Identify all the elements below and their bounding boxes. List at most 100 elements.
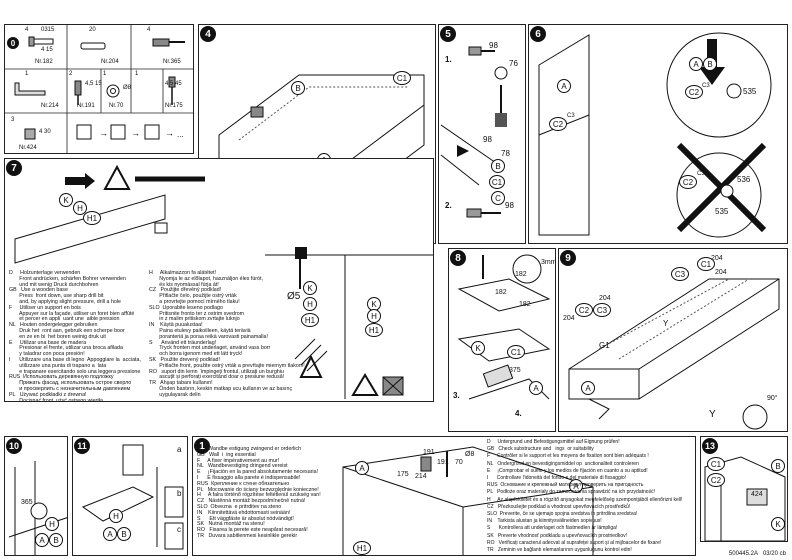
step-number: 1 bbox=[194, 438, 210, 454]
label-424: 424 bbox=[751, 491, 763, 498]
instruction-line: NL Houten ondergelegger gebruiken bbox=[9, 322, 98, 329]
instruction-line: Önden bastırın, keskin matkap ucu kullan… bbox=[149, 385, 293, 392]
part-qty: 4 bbox=[25, 27, 29, 33]
label-a: A bbox=[529, 381, 543, 395]
label-h1: H1 bbox=[83, 211, 101, 225]
instruction-line: et percer en appli uant une aible pressi… bbox=[9, 316, 120, 323]
instruction-line: Tryck fronten mot underlaget, använd vas… bbox=[149, 345, 271, 352]
step-7-panel: 7 K H H1 K H H1 Ø5 K H H1 D Holzunterlag… bbox=[4, 158, 434, 402]
label-diameter: Ø8 bbox=[465, 451, 475, 458]
instruction-line: Docisnąć front, użyć ostrego wiertła bbox=[9, 397, 103, 402]
svg-text:...: ... bbox=[177, 130, 184, 139]
label-b: B bbox=[117, 527, 131, 541]
instruction-line: Presionar el frente, utilizar una broca … bbox=[9, 345, 123, 352]
instruction-line: H Az alapfelületet és a rögzítő anyagoka… bbox=[487, 496, 683, 503]
label-h: H bbox=[303, 297, 317, 311]
label-98: 98 bbox=[505, 201, 514, 210]
label-diameter: Ø5 bbox=[287, 291, 301, 302]
step-number: 9 bbox=[560, 250, 576, 266]
label-c1: C1 bbox=[697, 257, 715, 271]
substructure-instructions: D Untergrund und Befestigungsmittel auf … bbox=[487, 439, 682, 554]
document-date: 03/20 cb bbox=[762, 551, 786, 557]
step-number: 8 bbox=[450, 250, 466, 266]
label-182: 182 bbox=[495, 289, 507, 296]
step-5-panel: 5 98 76 1. 2. 98 98 78 B C1 C bbox=[438, 24, 526, 244]
label-a: A bbox=[689, 57, 703, 71]
instruction-line: SK Preverte vhodnosť podkladu a upevňova… bbox=[487, 532, 628, 539]
part-ref: Nr.175 bbox=[165, 103, 183, 109]
instruction-line: és kis nyomással fúrja át! bbox=[149, 281, 219, 288]
step-number: 11 bbox=[74, 438, 90, 454]
step-number: 6 bbox=[530, 26, 546, 42]
label-c: C bbox=[491, 191, 505, 205]
parts-panel: 0 → → → ... 4 bbox=[4, 24, 194, 154]
instruction-line: I Controllare l'idoneità del fondo e del… bbox=[487, 475, 627, 482]
part-code: 0315 bbox=[41, 27, 55, 33]
label-204: 204 bbox=[711, 255, 723, 262]
step-9-panel: 9 C1 204 C3 204 204 C2 C3 204 G1 Y A Y 9… bbox=[558, 248, 788, 432]
instruction-line: RO Verificați caracterul adecvat al supr… bbox=[487, 539, 662, 546]
instruction-line: F Contrôler si le support et les moyens … bbox=[487, 453, 649, 460]
instruction-line: E Utilizar una base de madera bbox=[9, 339, 87, 346]
step-6-drawing bbox=[538, 32, 772, 238]
label-a: A bbox=[557, 79, 571, 93]
label-b-small: b bbox=[177, 489, 182, 498]
instruction-line: D Wandbe estigung zwingend er orderlich bbox=[197, 446, 302, 452]
instruction-line: PL Podłoże oraz materiały do zamocowania… bbox=[487, 489, 655, 496]
label-y: Y bbox=[663, 319, 669, 328]
instruction-line: S Kontrollera att underlaget och fästmed… bbox=[487, 525, 618, 532]
instruction-line: SK Použite drevený podklad! bbox=[149, 356, 220, 363]
part-dims: 4 30 bbox=[39, 129, 51, 135]
instruction-line: S Använd ett träunderlag! bbox=[149, 339, 217, 346]
step-6-panel: 6 A A B C2 C3 535 C2 C3 536 535 C2 C3 bbox=[528, 24, 788, 244]
instruction-line: Pritlačte front, použite ostrý vrták a p… bbox=[149, 362, 305, 369]
label-h: H bbox=[367, 309, 381, 323]
instructions-column-2: H Alkalmazzon fa alátétet! Nyomja le az … bbox=[149, 270, 305, 399]
instruction-line: I Utilizzare una base di legno Appoggiar… bbox=[9, 356, 141, 363]
label-535: 535 bbox=[743, 87, 757, 96]
label-214: 214 bbox=[415, 473, 427, 480]
step-number: 5 bbox=[440, 26, 456, 42]
instruction-line: Appuyer sur la façade, utiliser un foret… bbox=[9, 310, 135, 317]
label-365: 365 bbox=[21, 499, 33, 506]
label-98: 98 bbox=[483, 135, 492, 144]
instruction-line: e trapanare esercitando solo una leggera… bbox=[9, 368, 141, 375]
label-k: K bbox=[771, 517, 785, 531]
label-a: A bbox=[35, 533, 49, 547]
part-qty: 1 bbox=[135, 71, 139, 77]
label-a: A bbox=[355, 461, 369, 475]
instruction-line: Front andrücken, schärfen Bohrer verwend… bbox=[9, 275, 126, 282]
label-a: A bbox=[581, 381, 595, 395]
step-8-drawing bbox=[457, 254, 551, 400]
label-76: 76 bbox=[509, 59, 518, 68]
part-dims: 4,5 15 bbox=[85, 81, 102, 87]
label-191: 191 bbox=[437, 459, 449, 466]
step-number: 10 bbox=[6, 438, 22, 454]
label-b: B bbox=[703, 57, 717, 71]
instruction-line: F Utiliser un support en bois bbox=[9, 304, 81, 311]
label-h: H bbox=[73, 201, 87, 215]
label-h1: H1 bbox=[301, 313, 319, 327]
label-536: 536 bbox=[737, 175, 751, 184]
document-footer: 500445.2A 03/20 cb bbox=[729, 551, 786, 557]
label-c3: C3 bbox=[697, 171, 705, 177]
label-c1: C1 bbox=[707, 457, 725, 471]
part-ref: Nr.191 bbox=[77, 103, 95, 109]
step-12-panel: 1 191 191 214 70 175 Ø8 A A H1 D Wandbe … bbox=[192, 436, 696, 556]
instruction-line: Paina etulevy paikoilleen, käytä teräviä bbox=[149, 327, 251, 334]
part-qty: 2 bbox=[69, 71, 73, 77]
step-number-parts: 0 bbox=[7, 37, 19, 49]
instruction-line: PL Używać podkładki z drewna! bbox=[9, 391, 87, 398]
label-a: A bbox=[103, 527, 117, 541]
part-ref: Nr.214 bbox=[41, 103, 59, 109]
label-204: 204 bbox=[715, 269, 727, 276]
label-c-small: c bbox=[177, 525, 181, 534]
label-k: K bbox=[471, 341, 485, 355]
instruction-line: y taladrar con poca presión! bbox=[9, 351, 85, 358]
svg-text:→: → bbox=[165, 128, 174, 138]
label-b: B bbox=[49, 533, 63, 547]
instruction-line: poranteriä ja poraa reikä varovasti pain… bbox=[149, 333, 268, 340]
label-98: 98 bbox=[489, 41, 498, 50]
label-c2: C2 bbox=[549, 117, 567, 131]
